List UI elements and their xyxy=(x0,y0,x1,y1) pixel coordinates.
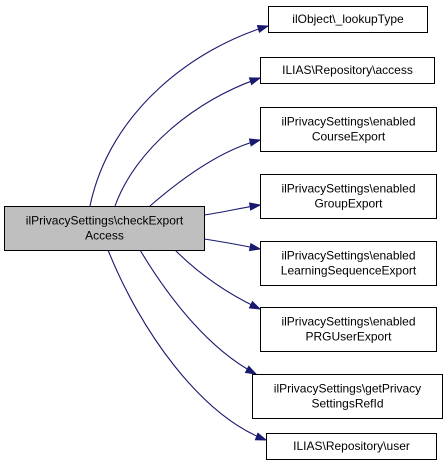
node-label-line: GroupExport xyxy=(314,197,383,211)
node-label-line: ilPrivacySettings\getPrivacy xyxy=(274,382,421,396)
node-box xyxy=(260,174,437,219)
arrowhead-icon xyxy=(248,242,262,252)
node-label-line: PRGUserExport xyxy=(305,330,392,344)
callee-node-n8[interactable]: ILIAS\Repository\user xyxy=(266,433,437,460)
node-box xyxy=(4,206,205,251)
node-label-line: ilPrivacySettings\enabled xyxy=(281,315,415,329)
arrowhead-icon xyxy=(256,25,270,34)
node-label-line: ilPrivacySettings\checkExport xyxy=(26,214,184,228)
node-box xyxy=(252,374,443,419)
callee-node-n7[interactable]: ilPrivacySettings\getPrivacySettingsRefI… xyxy=(252,374,443,419)
arrowhead-icon xyxy=(248,138,262,147)
node-label-line: ilObject\_lookupType xyxy=(292,12,404,26)
node-box xyxy=(260,107,437,152)
callee-node-n5[interactable]: ilPrivacySettings\enabledLearningSequenc… xyxy=(260,241,437,286)
node-label-line: ILIAS\Repository\user xyxy=(293,439,410,453)
node-box xyxy=(260,241,437,286)
callee-node-n1[interactable]: ilObject\_lookupType xyxy=(268,6,428,33)
arrowhead-icon xyxy=(248,202,262,211)
edge-root-to-n6 xyxy=(174,249,262,310)
edge-line xyxy=(174,249,261,310)
edge-root-to-n2 xyxy=(114,77,262,207)
arrowhead-icon xyxy=(244,365,258,375)
node-label-line: LearningSequenceExport xyxy=(281,264,417,278)
edge-root-to-n4 xyxy=(203,202,262,216)
edge-line xyxy=(89,25,269,207)
edge-root-to-n3 xyxy=(149,138,262,207)
node-box xyxy=(260,307,437,352)
node-label-line: ilPrivacySettings\enabled xyxy=(281,115,415,129)
edge-line xyxy=(149,139,261,207)
node-box xyxy=(266,433,437,460)
edges-layer xyxy=(89,25,270,441)
node-label-line: ilPrivacySettings\enabled xyxy=(281,182,415,196)
node-label-line: SettingsRefId xyxy=(311,397,383,411)
node-box xyxy=(260,57,435,84)
edge-line xyxy=(114,77,261,207)
node-box xyxy=(268,6,428,33)
edge-root-to-n1 xyxy=(89,25,270,207)
edge-line xyxy=(107,249,267,441)
edge-root-to-n7 xyxy=(139,249,258,375)
arrowhead-icon xyxy=(248,77,262,86)
node-label-line: Access xyxy=(85,229,124,243)
edge-line xyxy=(139,249,257,375)
edge-root-to-n5 xyxy=(203,238,262,252)
callee-node-n2[interactable]: ILIAS\Repository\access xyxy=(260,57,435,84)
node-label-line: ILIAS\Repository\access xyxy=(282,63,413,77)
arrowhead-icon xyxy=(248,300,262,310)
edge-root-to-n8 xyxy=(107,249,268,441)
node-label-line: CourseExport xyxy=(312,130,386,144)
arrowhead-icon xyxy=(254,432,268,441)
node-label-line: ilPrivacySettings\enabled xyxy=(281,249,415,263)
